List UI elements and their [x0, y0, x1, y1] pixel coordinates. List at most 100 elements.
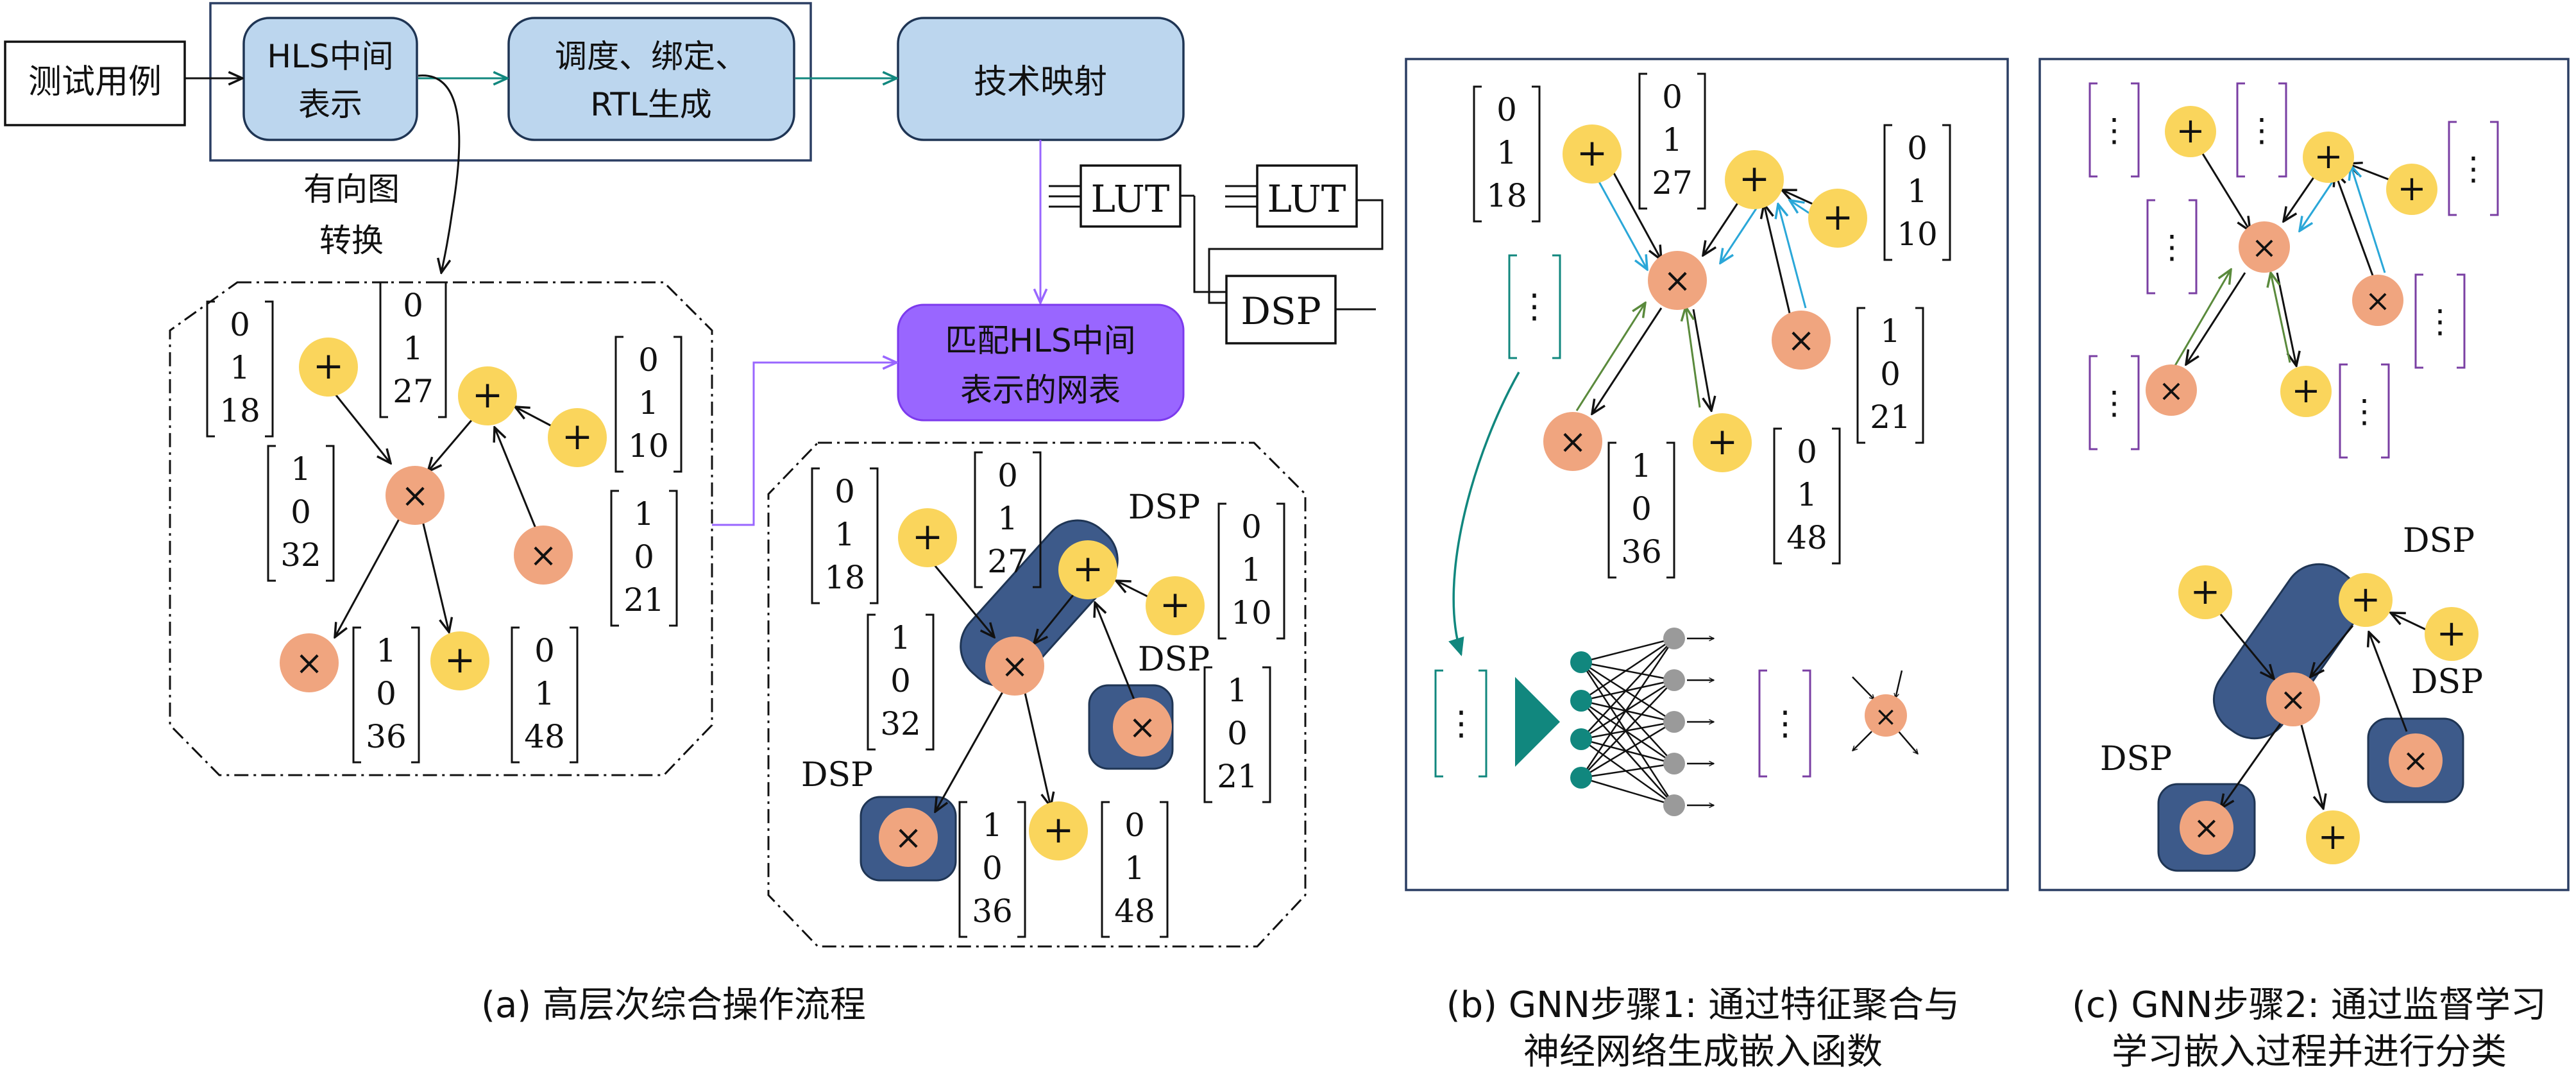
vec-b2-v0: 0 [1662, 78, 1682, 116]
hls-ir-group-frame [209, 2, 812, 162]
vec-n1-v1: 1 [835, 516, 855, 553]
cr-mul-node-1 [2266, 672, 2320, 726]
c-vec-dots-3: ⋮ [2457, 150, 2489, 187]
emb-mul-sym: × [1874, 701, 1897, 732]
test-case-label: 测试用例 [28, 63, 162, 101]
embedding-input-vector: ⋮ [1434, 669, 1487, 778]
edge-a-mul1-add4 [421, 518, 449, 632]
vec-bracket [1607, 441, 1675, 579]
feature-vector: 0 1 18 [1473, 85, 1541, 223]
vec-a7-v0: 0 [534, 632, 555, 669]
feature-vector: 1 0 36 [958, 801, 1026, 938]
c-add-sym-4: + [2291, 370, 2320, 411]
nn-connection [1580, 637, 1675, 663]
nn-connection [1580, 679, 1675, 702]
caption-c-line1: (c) GNN步骤2: 通过监督学习 [2072, 984, 2546, 1026]
emb-out-arrow-2 [1898, 731, 1918, 754]
b-add-sym-3: + [1822, 195, 1854, 239]
vec-a1-v1: 1 [230, 349, 250, 386]
b-add-node-2 [1725, 150, 1784, 209]
vec-bracket [379, 281, 447, 418]
cr-add-node-4 [2306, 810, 2360, 864]
dfg-a-mul-sym-1: × [401, 477, 429, 515]
hls-ir-label-1: HLS中间 [267, 38, 393, 75]
edge-cr-6 [2300, 724, 2323, 809]
b-mul-node-3 [1543, 412, 1602, 471]
b-add-sym-2: + [1739, 157, 1770, 200]
edge-c-6 [2276, 272, 2296, 366]
feature-vector: 0 1 10 [1883, 124, 1951, 261]
feature-vector: 0 1 18 [811, 467, 879, 604]
vec-a6-v1: 0 [376, 675, 396, 712]
nn-output-node [1663, 753, 1685, 774]
nn-output-node [1663, 669, 1685, 691]
edge-a-add1-mul1 [330, 388, 391, 463]
vec-bracket [1203, 666, 1271, 803]
edge-n-mul2-add2 [1095, 603, 1135, 700]
dfg-a-add-sym-3: + [562, 415, 593, 458]
vec-b5-v0: 1 [1880, 312, 1901, 350]
edge-a-add3-add2 [515, 407, 554, 428]
nn-connection [1580, 721, 1675, 740]
vec-n7-v2: 48 [1114, 893, 1155, 930]
vec-b5-v1: 0 [1880, 355, 1901, 393]
panel-c-result-edges [2218, 613, 2432, 809]
b-add-node-1 [1563, 124, 1622, 184]
graph-conv-label-2: 转换 [319, 222, 384, 259]
b-mul-node-1 [1648, 251, 1707, 310]
c-vec-dots-4: ⋮ [2156, 228, 2188, 266]
arrow-aggregate-to-nn [1448, 372, 1520, 656]
b-add-node-4 [1693, 413, 1752, 472]
vec-n7-v0: 0 [1124, 807, 1145, 844]
nn-connection [1580, 662, 1675, 764]
vec-bracket [2448, 121, 2499, 216]
vec-b1-v1: 1 [1496, 134, 1517, 171]
feature-vector: 0 1 48 [1101, 801, 1169, 938]
b-mul-sym-1: × [1663, 262, 1691, 300]
vec-n3-v0: 0 [1241, 508, 1262, 545]
b-add-node-3 [1808, 189, 1867, 248]
vec-bracket [2146, 199, 2198, 295]
emb-in-arrow-2 [1895, 670, 1903, 698]
nn-connection [1580, 700, 1675, 806]
vec-a2-v1: 1 [403, 330, 423, 367]
panel-b-edges [1575, 171, 1822, 414]
netlist-schematic: LUT LUT DSP [1049, 164, 1384, 345]
b-add-sym-1: + [1577, 131, 1608, 175]
embedding-vector: ⋮ [2414, 273, 2466, 369]
feature-vector: 1 0 36 [1607, 441, 1675, 579]
edge-n-mul1-add4 [1024, 692, 1051, 807]
vec-bracket [1758, 669, 1811, 778]
vec-a5-v1: 0 [634, 538, 654, 576]
vec-a3-v2: 10 [628, 427, 669, 465]
vec-a4-v2: 32 [280, 536, 321, 574]
edge-n-add3-add2 [1116, 581, 1151, 599]
embedding-output-vector: ⋮ [1758, 669, 1811, 778]
vec-bracket [1638, 73, 1706, 210]
vec-n2-v0: 0 [997, 457, 1018, 494]
vec-n3-v2: 10 [1231, 594, 1272, 631]
dfg-a-add-node-3 [548, 408, 607, 467]
neural-network [1570, 628, 1685, 816]
node-embedding-icon: × [1852, 670, 1918, 754]
nn-output-node [1663, 711, 1685, 733]
nn-connection [1580, 762, 1675, 779]
b-add-sym-4: + [1707, 420, 1738, 463]
vec-a1-v2: 18 [219, 392, 260, 429]
caption-b-line2: 神经网络生成嵌入函数 [1523, 1031, 1883, 1073]
c-vec-dots-1: ⋮ [2098, 112, 2130, 149]
edge-a-mul2-add2 [495, 427, 537, 529]
schedule-label-2: RTL生成 [590, 86, 712, 123]
net-mul-sym-2: × [1128, 708, 1157, 747]
c-dsp-tag-2: DSP [2411, 663, 2483, 701]
nn-output-node [1663, 628, 1685, 649]
vec-bracket [811, 467, 879, 604]
nn-connection [1580, 699, 1675, 765]
net-mul-node-3 [879, 808, 938, 867]
feature-vector: 0 1 48 [511, 626, 579, 764]
vec-bracket [206, 300, 274, 438]
vec-b2-v1: 1 [1662, 121, 1682, 158]
vec-b1-v2: 18 [1486, 177, 1527, 214]
vec-n1-v2: 18 [824, 559, 865, 596]
